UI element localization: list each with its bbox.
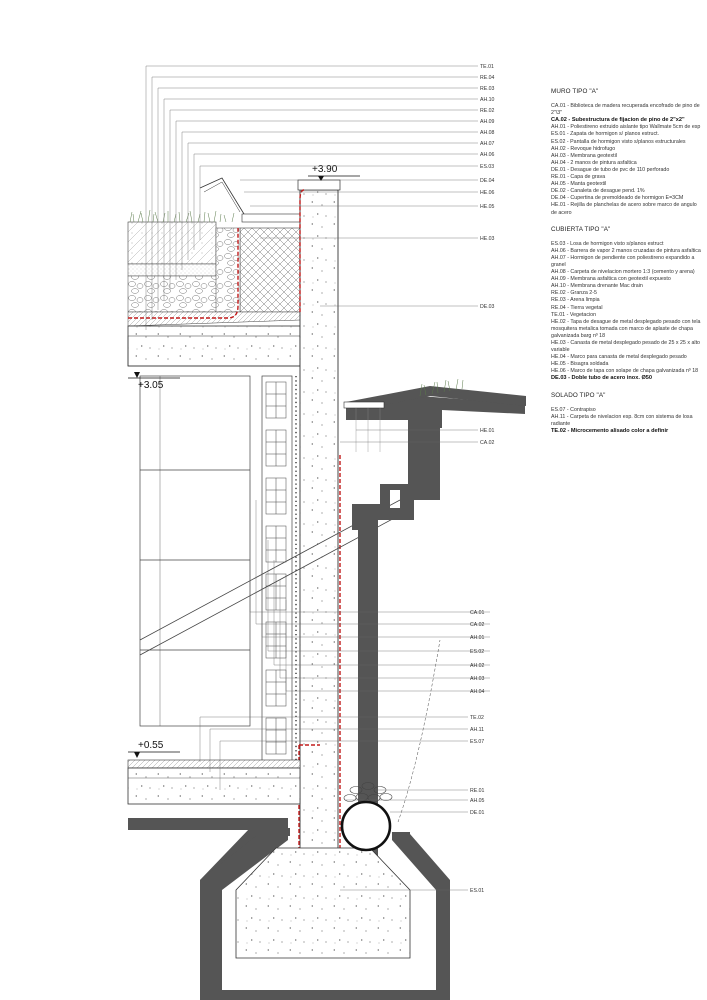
callout-label: HE.03 (480, 236, 495, 242)
callout-label: RE.01 (470, 788, 485, 794)
legend-item: AH.09 - Membrana asfaltica con geotextil… (551, 276, 671, 283)
legend-item: HE.01 - Rejilla de planchelas de acero s… (551, 202, 697, 216)
legend-item: AH.10 - Membrana drenante Mac drain (551, 283, 643, 290)
legend-item: ES.07 - Contrapiso (551, 406, 596, 413)
callout-group-floor (199, 716, 468, 790)
legend-item: RE.03 - Arena limpia (551, 297, 600, 304)
callout-label: HE.06 (480, 190, 495, 196)
callout-group-upper (145, 65, 478, 330)
green-roof (127, 177, 305, 367)
callout-labels-mid: HE.01 CA.02 (480, 428, 495, 446)
legend-item: AH.03 - Membrana geotextil (551, 152, 617, 159)
callout-label: AH.08 (480, 130, 495, 136)
callout-label: AH.11 (470, 727, 484, 733)
material-legend: MURO TIPO "A" CA.01 - Biblioteca de made… (551, 88, 703, 444)
callout-label: RE.04 (480, 75, 495, 81)
callout-label: AH.09 (480, 119, 495, 125)
callout-label: AH.02 (470, 663, 485, 669)
callout-group-wall (249, 480, 490, 692)
legend-item: AH.06 - Barrera de vapor 2 manos cruzada… (551, 247, 701, 254)
callout-label: AH.06 (480, 152, 495, 158)
legend-item: AH.08 - Carpeta de nivelacion mortero 1:… (551, 269, 695, 276)
legend-item: TE.01 - Vegetacion (551, 311, 597, 318)
callout-label: AH.07 (480, 141, 495, 147)
callout-label: AH.10 (480, 97, 495, 103)
callout-labels-upper: TE.01 RE.04 RE.03 AH.10 RE.02 AH.09 AH.0… (480, 64, 495, 310)
legend-item: CA.02 - Subestructura de fijacion de pin… (551, 117, 685, 124)
callout-group-base (340, 789, 468, 891)
concrete-wall (295, 179, 341, 851)
legend-item: DE.02 - Canaleta de desague pend. 1% (551, 188, 645, 195)
legend-title-cubierta: CUBIERTA TIPO "A" (551, 225, 611, 233)
legend-item: ES.03 - Losa de hormigon visto s/planos … (551, 240, 664, 247)
legend-item: TE.02 - Microcemento alisado color a def… (551, 427, 669, 434)
callout-labels-wall: CA.01 CA.02 AH.01 ES.02 AH.02 AH.03 AH.0… (470, 610, 485, 695)
legend-item: AH.04 - 2 manos de pintura asfaltica (551, 159, 637, 166)
level-marker-top: +3.90 (308, 164, 360, 181)
callout-label: CA.02 (480, 440, 495, 446)
callout-label: RE.03 (480, 86, 495, 92)
legend-item: HE.05 - Bisagra soldada (551, 361, 609, 368)
callout-label: CA.01 (470, 610, 485, 616)
svg-text:+3.90: +3.90 (312, 164, 338, 175)
legend-item: AH.01 - Poliestireno extruido aislante t… (551, 124, 701, 131)
callout-label: ES.02 (470, 649, 484, 655)
legend-item: HE.04 - Marco para canasta de metal desp… (551, 354, 687, 361)
svg-text:+0.55: +0.55 (138, 740, 164, 751)
callout-label: RE.02 (480, 108, 495, 114)
legend-item: CA.01 - Biblioteca de madera recuperada … (551, 103, 700, 117)
level-marker-low: +0.55 (128, 740, 180, 758)
legend-title-muro: MURO TIPO "A" (551, 88, 599, 95)
callout-label: HE.05 (480, 204, 495, 210)
callout-label: HE.01 (480, 428, 495, 434)
drain-pipe (340, 639, 441, 852)
callout-label: TE.01 (480, 64, 494, 70)
callout-label: CA.02 (470, 622, 485, 628)
legend-section-muro: MURO TIPO "A" CA.01 - Biblioteca de made… (551, 88, 703, 217)
callout-labels-floor: TE.02 AH.11 ES.07 (470, 715, 484, 745)
callout-label: ES.07 (470, 739, 484, 745)
legend-item: RE.04 - Tierra vegetal (551, 304, 603, 311)
legend-section-cubierta: CUBIERTA TIPO "A" ES.03 - Losa de hormig… (551, 226, 703, 383)
callout-label: AH.05 (470, 798, 485, 804)
footing (235, 847, 411, 959)
callout-label: DE.03 (480, 304, 495, 310)
level-marker-mid: +3.05 (128, 372, 180, 391)
callout-label: ES.03 (480, 164, 494, 170)
callout-labels-base: RE.01 AH.05 DE.01 ES.01 (470, 788, 485, 894)
svg-text:+3.05: +3.05 (138, 380, 164, 391)
bookshelf-cabinet (139, 375, 401, 777)
floor-slab (127, 759, 301, 805)
callout-label: AH.01 (470, 635, 485, 641)
legend-item: AH.02 - Revoque hidrofugo (551, 145, 616, 152)
legend-item: HE.06 - Marco de tapa con solape de chap… (551, 368, 699, 375)
legend-item: RE.01 - Capa de grava (551, 174, 606, 181)
callout-label: AH.03 (470, 676, 485, 682)
legend-item: AH.07 - Hormigon de pendiente con polies… (551, 254, 695, 268)
legend-item: ES.02 - Pantalla de hormigon visto s/pla… (551, 138, 686, 145)
callout-label: TE.02 (470, 715, 484, 721)
callout-group-mid (340, 429, 478, 443)
callout-label: DE.01 (470, 810, 485, 816)
legend-item: HE.02 - Tapa de desague de metal despleg… (551, 318, 701, 339)
legend-item: AH.05 - Manta geotextil (551, 181, 607, 188)
legend-item: AH.11 - Carpeta de nivelacion esp. 8cm c… (551, 413, 693, 427)
legend-item: ES.01 - Zapata de hormigon s/ planos est… (551, 131, 660, 138)
legend-item: DE.01 - Desague de tubo de pvc de 110 pe… (551, 166, 670, 173)
legend-item: DE.03 - Doble tubo de acero inox. Ø50 (551, 375, 653, 382)
callout-label: ES.01 (470, 888, 484, 894)
legend-title-solado: SOLADO TIPO "A" (551, 391, 606, 399)
legend-item: RE.02 - Granza 2-5 (551, 290, 597, 297)
legend-item: HE.03 - Canasta de metal desplegado pesa… (551, 340, 701, 354)
legend-item: DE.04 - Cupertina de premoldeado de horm… (551, 195, 684, 202)
callout-label: DE.04 (480, 178, 495, 184)
callout-label: AH.04 (470, 689, 485, 695)
